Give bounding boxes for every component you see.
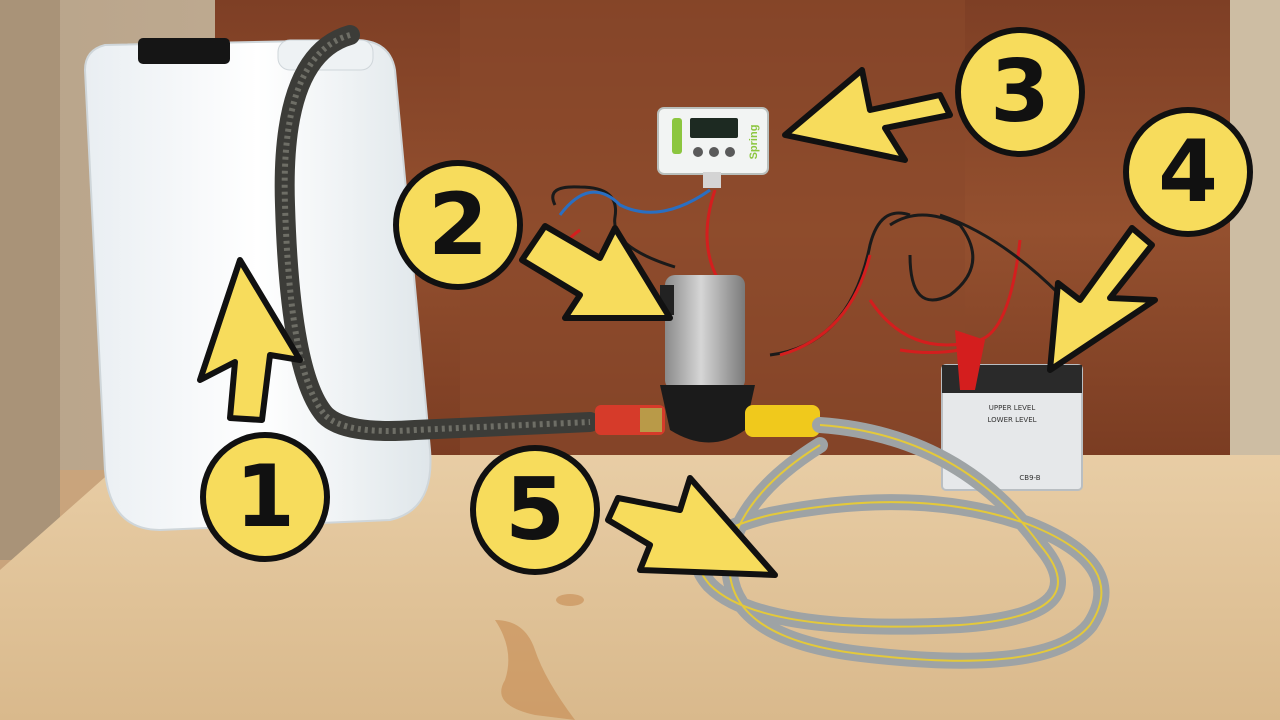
pressure-controller: Spring (657, 107, 769, 188)
red-clip (955, 330, 985, 390)
controller-display (690, 118, 738, 138)
callout-number: 3 (990, 42, 1050, 142)
battery-lower-label: LOWER LEVEL (987, 416, 1036, 424)
inlet-hose-highlight (281, 32, 591, 434)
arrow-1 (197, 257, 303, 423)
inlet-fitting-brass (640, 408, 662, 432)
callout-badge-4: 4 (1123, 107, 1253, 237)
controller-brand-label: Spring (748, 125, 760, 160)
bench-stain-small (556, 594, 584, 606)
wall-plank-left (0, 0, 60, 560)
container-cap (138, 38, 230, 64)
controller-logo-leaf (672, 118, 682, 154)
controller-button (725, 147, 735, 157)
controller-cable-gland (703, 172, 721, 188)
battery-upper-label: UPPER LEVEL (989, 404, 1036, 412)
arrow-2 (519, 223, 673, 321)
callout-badge-3: 3 (955, 27, 1085, 157)
pump (595, 275, 820, 443)
bench-stain (495, 620, 575, 720)
callout-badge-2: 2 (393, 160, 523, 290)
callout-number: 4 (1158, 122, 1218, 222)
callout-badge-5: 5 (470, 445, 600, 575)
callout-number: 5 (505, 460, 565, 560)
battery: UPPER LEVEL LOWER LEVEL CB9-B (941, 330, 1083, 491)
controller-button (709, 147, 719, 157)
outlet-fitting (745, 405, 820, 437)
arrow-3 (782, 67, 953, 163)
pump-head (660, 385, 755, 443)
battery-model-label: CB9-B (1019, 474, 1040, 482)
callout-badge-1: 1 (200, 432, 330, 562)
controller-button (693, 147, 703, 157)
callout-number: 1 (235, 447, 295, 547)
arrow-5 (605, 475, 778, 578)
arrow-4 (1047, 225, 1158, 373)
callout-number: 2 (428, 175, 488, 275)
outlet-hose-stripe (697, 424, 1103, 662)
